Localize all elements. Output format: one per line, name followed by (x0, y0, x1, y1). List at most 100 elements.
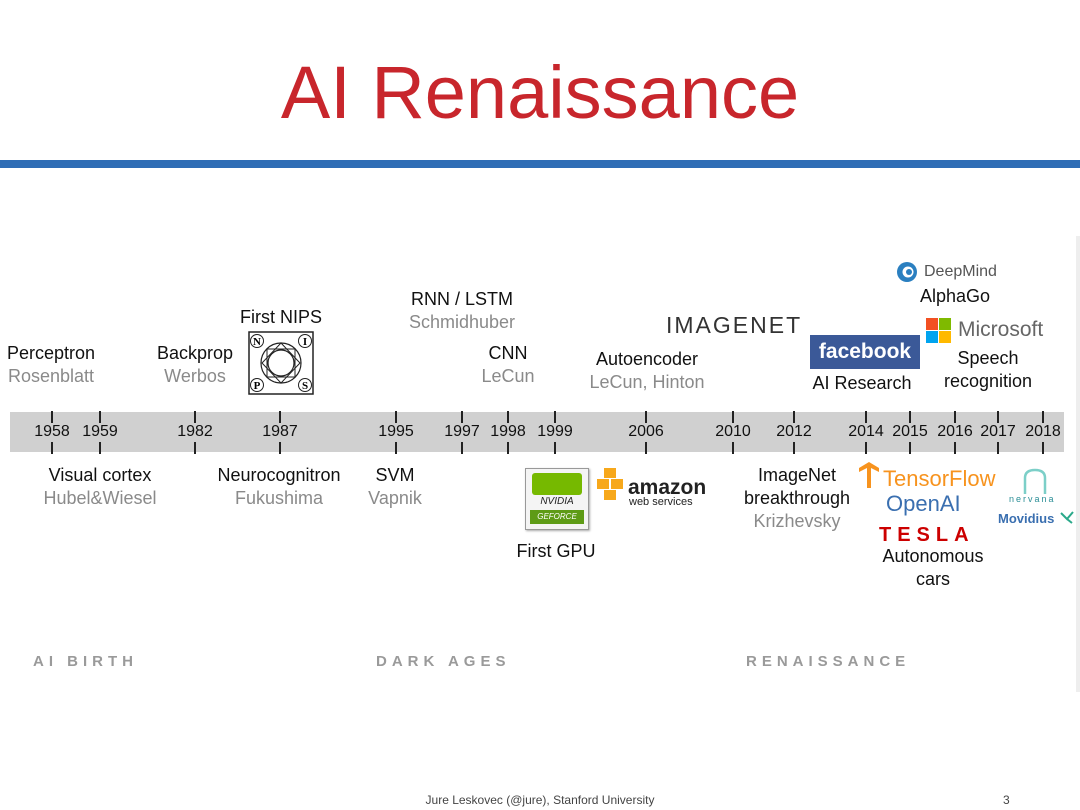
year-label: 1959 (82, 423, 118, 440)
nips-logo: N I P S (248, 331, 314, 395)
timeline-tick (997, 442, 999, 454)
autoencoder-authors: LeCun, Hinton (589, 372, 705, 392)
speech-recognition-label: Speech recognition (943, 348, 1033, 391)
tensorflow-icon (859, 462, 879, 488)
imagenet-breakthrough-label: ImageNet breakthrough Krizhevsky (743, 465, 851, 531)
aws-logo-subtext: web services (629, 496, 693, 508)
alphago-label: AlphaGo (919, 286, 991, 306)
page-number: 3 (1003, 793, 1010, 807)
imagenet-logo: IMAGENET (666, 312, 803, 338)
right-edge-shade (1076, 236, 1080, 692)
era-ai-birth: AI BIRTH (33, 653, 138, 670)
year-label: 1995 (378, 423, 414, 440)
timeline-tick (99, 442, 101, 454)
timeline-tick (1042, 411, 1044, 423)
timeline-tick (1042, 442, 1044, 454)
svg-text:P: P (254, 380, 261, 392)
timeline-tick (793, 442, 795, 454)
tensorflow-logo-text: TensorFlow (883, 466, 996, 491)
cnn-label: CNN LeCun (481, 342, 534, 388)
timeline-tick (554, 442, 556, 454)
timeline-band (10, 412, 1064, 452)
first-gpu-label: First GPU (516, 541, 596, 561)
timeline-tick (954, 442, 956, 454)
timeline-tick (194, 411, 196, 423)
ai-research-label: AI Research (812, 373, 912, 393)
title-underline (0, 160, 1080, 168)
timeline-tick (732, 411, 734, 423)
autoencoder-title: Autoencoder (595, 349, 699, 369)
backprop-author: Werbos (164, 366, 226, 386)
perceptron-title: Perceptron (6, 343, 96, 363)
nvidia-geforce-logo: NVIDIA GEFORCE (525, 468, 589, 530)
cnn-title: CNN (488, 343, 528, 363)
autoencoder-label: Autoencoder LeCun, Hinton (589, 348, 704, 394)
facebook-logo: facebook (810, 335, 920, 369)
year-label: 2006 (628, 423, 664, 440)
timeline-tick (461, 411, 463, 423)
aws-cubes-icon (597, 468, 623, 500)
year-label: 2017 (980, 423, 1016, 440)
rnn-title: RNN / LSTM (410, 289, 513, 309)
year-label: 1997 (444, 423, 480, 440)
timeline-tick (51, 442, 53, 454)
timeline-tick (732, 442, 734, 454)
timeline-tick (194, 442, 196, 454)
perceptron-author: Rosenblatt (7, 366, 95, 386)
timeline-tick (909, 411, 911, 423)
timeline-tick (395, 411, 397, 423)
timeline-tick (99, 411, 101, 423)
timeline-tick (279, 411, 281, 423)
nervana-icon (1023, 468, 1047, 494)
svg-text:S: S (302, 380, 308, 392)
footer-credit: Jure Leskovec (@jure), Stanford Universi… (425, 793, 655, 807)
svm-label: SVM Vapnik (368, 465, 422, 508)
era-renaissance: RENAISSANCE (746, 653, 911, 670)
year-label: 1958 (34, 423, 70, 440)
timeline-tick (865, 442, 867, 454)
timeline-tick (793, 411, 795, 423)
year-label: 2014 (848, 423, 884, 440)
movidius-icon (1060, 511, 1074, 524)
page-title: AI Renaissance (280, 51, 800, 134)
movidius-logo-text: Movidius (998, 511, 1055, 526)
openai-logo-text: OpenAI (886, 491, 961, 516)
timeline-tick (909, 442, 911, 454)
year-label: 2012 (776, 423, 812, 440)
deepmind-logo-text: DeepMind (924, 263, 997, 280)
nervana-logo-text: nervana (1009, 494, 1056, 504)
amazon-logo-text: amazon (628, 476, 707, 499)
rnn-lstm-label: RNN / LSTM Schmidhuber (409, 288, 515, 334)
timeline-tick (51, 411, 53, 423)
timeline-tick (645, 411, 647, 423)
rnn-author: Schmidhuber (408, 312, 516, 332)
autonomous-cars-label: Autonomous cars (882, 546, 984, 589)
tesla-logo-text: TESLA (879, 524, 975, 546)
timeline-tick (507, 411, 509, 423)
visual-cortex-label: Visual cortex Hubel&Wiesel (43, 465, 157, 508)
timeline-tick (279, 442, 281, 454)
era-dark-ages: DARK AGES (376, 653, 511, 670)
year-label: 1982 (177, 423, 213, 440)
cnn-author: LeCun (481, 366, 535, 386)
perceptron-label: Perceptron Rosenblatt (7, 342, 95, 388)
svg-text:N: N (253, 336, 261, 348)
microsoft-logo-text: Microsoft (958, 318, 1044, 341)
year-label: 2010 (715, 423, 751, 440)
timeline-tick (461, 442, 463, 454)
timeline-tick (554, 411, 556, 423)
neocognitron-label: Neurocognitron Fukushima (217, 465, 341, 508)
year-label: 1999 (537, 423, 573, 440)
timeline-tick (507, 442, 509, 454)
year-label: 2018 (1025, 423, 1061, 440)
svg-text:I: I (303, 336, 307, 348)
timeline-tick (395, 442, 397, 454)
timeline-tick (645, 442, 647, 454)
backprop-title: Backprop (156, 343, 234, 363)
year-label: 1998 (490, 423, 526, 440)
year-label: 1987 (262, 423, 298, 440)
first-nips-label: First NIPS (239, 307, 323, 327)
deepmind-icon (897, 262, 917, 282)
timeline-tick (954, 411, 956, 423)
year-label: 2015 (892, 423, 928, 440)
